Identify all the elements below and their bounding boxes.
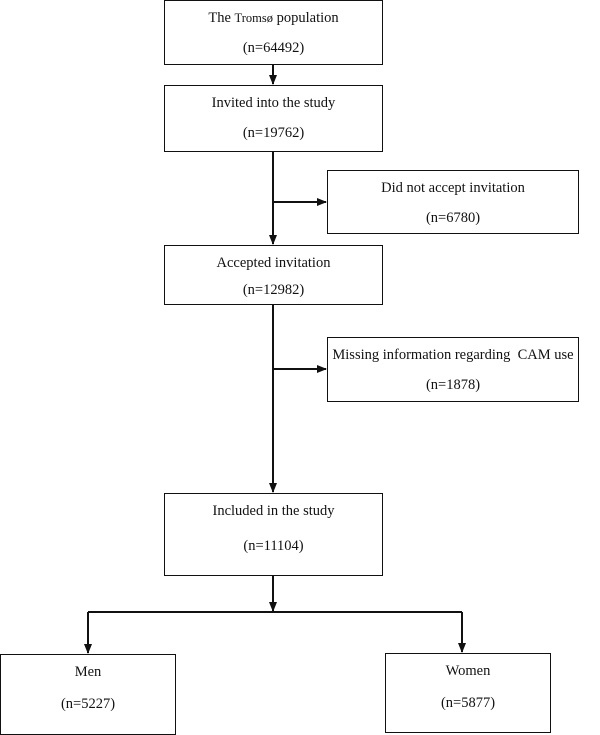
not-accepted-box: Did not accept invitation (n=6780) xyxy=(327,170,579,234)
included-box: Included in the study (n=11104) xyxy=(164,493,383,576)
men-box: Men (n=5227) xyxy=(0,654,176,735)
accepted-box: Accepted invitation (n=12982) xyxy=(164,245,383,305)
invited-count: (n=19762) xyxy=(242,125,305,141)
not-accepted-count: (n=6780) xyxy=(425,210,481,226)
included-label: Included in the study xyxy=(212,503,335,519)
women-box: Women (n=5877) xyxy=(385,653,551,733)
accepted-label: Accepted invitation xyxy=(216,255,331,271)
missing-count: (n=1878) xyxy=(425,377,481,393)
invited-label: Invited into the study xyxy=(211,95,336,111)
population-label: The Tromsø population xyxy=(165,11,382,26)
men-label: Men xyxy=(74,664,102,680)
population-label-place: Tromsø xyxy=(234,11,273,25)
missing-label: Missing information regarding CAM use xyxy=(332,347,574,363)
not-accepted-label: Did not accept invitation xyxy=(381,180,525,196)
men-count: (n=5227) xyxy=(60,696,116,712)
population-label-prefix: The xyxy=(208,10,231,26)
accepted-count: (n=12982) xyxy=(242,282,305,298)
women-count: (n=5877) xyxy=(440,695,496,711)
population-label-suffix: population xyxy=(276,10,339,26)
women-label: Women xyxy=(445,663,491,679)
missing-box: Missing information regarding CAM use (n… xyxy=(327,337,579,402)
included-count: (n=11104) xyxy=(243,538,304,554)
population-box: The Tromsø population (n=64492) xyxy=(164,0,383,65)
invited-box: Invited into the study (n=19762) xyxy=(164,85,383,152)
population-count: (n=64492) xyxy=(242,40,305,56)
